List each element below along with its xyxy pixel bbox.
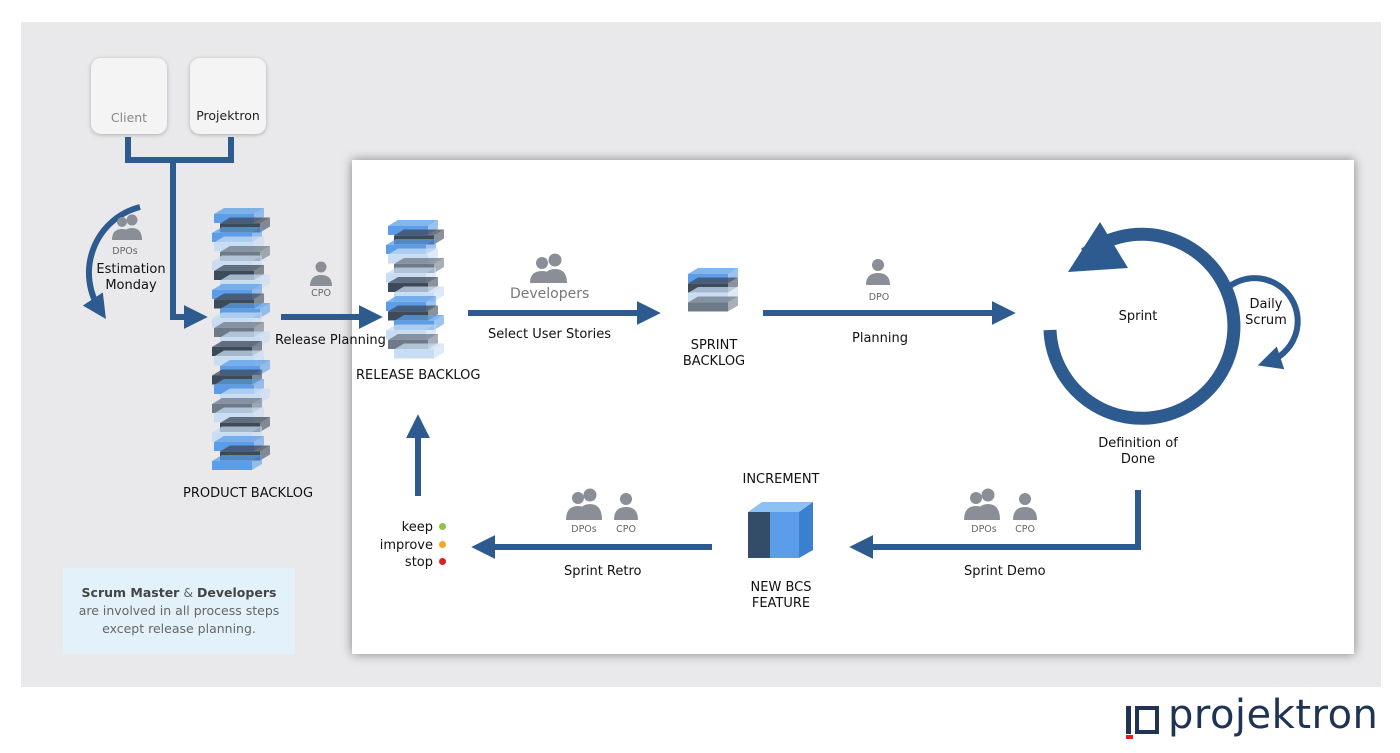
planning-label: Planning — [852, 331, 908, 346]
new-bcs-feature-label-1: NEW BCS — [750, 580, 812, 595]
note-scrum-master: Scrum Master — [81, 585, 180, 600]
developers-label: Developers — [510, 286, 590, 302]
dpo-planning-label: DPO — [868, 292, 890, 303]
cpo-demo-label: CPO — [1015, 524, 1035, 535]
cpo-retro-label: CPO — [616, 524, 636, 535]
actors-to-product-backlog-arrow — [170, 160, 208, 329]
retro-stop: stop — [366, 554, 446, 572]
brand-logo-mark — [1126, 706, 1159, 739]
sprint-label: Sprint — [1118, 309, 1158, 324]
daily-scrum-loop-arrow — [1222, 275, 1301, 370]
sprint-demo-label: Sprint Demo — [964, 564, 1046, 579]
sprint-backlog-blocks — [688, 268, 738, 312]
scrum-master-note: Scrum Master & Developers are involved i… — [63, 568, 295, 654]
estimation-label-1: Estimation — [96, 262, 166, 277]
retro-improve-label: improve — [379, 537, 433, 553]
sprint-cycle-arrow — [1043, 227, 1241, 425]
increment-label: INCREMENT — [742, 472, 820, 487]
keep-dot — [439, 523, 446, 530]
release-backlog-blocks — [386, 220, 444, 359]
definition-of-done-label-2: Done — [1120, 452, 1156, 467]
increment-cube — [748, 502, 813, 558]
sprint-backlog-label-2: BACKLOG — [682, 354, 746, 369]
note-line-2: are involved in all process steps — [78, 603, 280, 618]
new-bcs-feature-label-2: FEATURE — [751, 596, 811, 611]
product-backlog-blocks — [212, 208, 270, 470]
retro-keep: keep — [366, 519, 446, 537]
definition-of-done-label-1: Definition of — [1098, 436, 1178, 451]
dpos-retro-label: DPOs — [571, 524, 597, 535]
retro-keep-label: keep — [401, 520, 433, 535]
dpos-demo-label: DPOs — [971, 524, 997, 535]
cpo-release-label: CPO — [311, 288, 331, 299]
projektron-label: Projektron — [196, 108, 260, 123]
retro-improve: improve — [366, 537, 446, 555]
sprint-retro-label: Sprint Retro — [564, 564, 642, 579]
daily-scrum-label-2: Scrum — [1245, 313, 1287, 328]
sprint-backlog-label-1: SPRINT — [690, 338, 738, 353]
brand-logo-text: projektron — [1168, 692, 1379, 738]
sprint-cycle-arrowhead — [1068, 222, 1128, 272]
client-card: Client — [91, 58, 167, 134]
dpos-estimation-label: DPOs — [112, 246, 138, 257]
projektron-card: Projektron — [190, 58, 266, 134]
release-backlog-label: RELEASE BACKLOG — [356, 368, 481, 383]
daily-scrum-label-1: Daily — [1249, 297, 1283, 312]
sprint-demo-arrow — [849, 490, 1141, 559]
note-developers: Developers — [197, 585, 277, 600]
retro-outcomes: keep improve stop — [366, 519, 446, 572]
estimation-loop-arrow — [82, 204, 141, 320]
estimation-label-2: Monday — [105, 278, 157, 293]
product-backlog-label: PRODUCT BACKLOG — [183, 486, 314, 501]
client-label: Client — [110, 110, 148, 125]
note-line-1: Scrum Master & Developers — [63, 584, 295, 602]
note-amp: & — [179, 585, 198, 600]
release-planning-label: Release Planning — [275, 333, 386, 348]
improve-dot — [439, 540, 446, 548]
select-user-stories-label: Select User Stories — [488, 327, 612, 342]
stop-dot — [439, 558, 446, 565]
retro-stop-label: stop — [404, 555, 433, 570]
note-line-3: except release planning. — [102, 621, 256, 636]
actors-connector — [125, 137, 234, 163]
